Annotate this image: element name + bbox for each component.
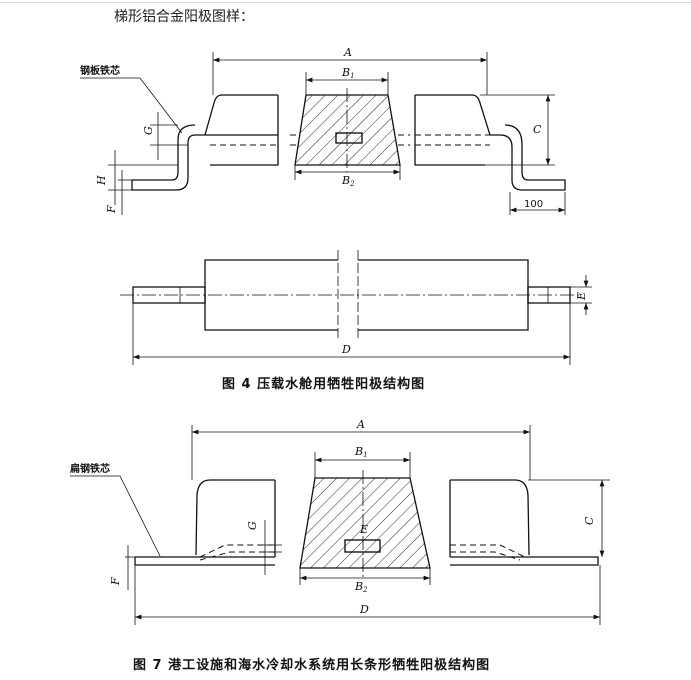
left-flat-core bbox=[134, 556, 275, 566]
right-anode-block bbox=[449, 479, 530, 557]
left-anode-block bbox=[204, 94, 279, 166]
core-cross-section bbox=[344, 539, 381, 553]
figure7-caption: 图 7 港工设施和海水冷却水系统用长条形牺牲阳极结构图 bbox=[133, 657, 490, 673]
dim-D-label: D bbox=[341, 343, 351, 356]
figure4-top-view: E D bbox=[120, 250, 592, 365]
page-heading: 梯形铝合金阳极图样： bbox=[114, 9, 254, 25]
figure4-side-view: A B1 B2 C 100 G H F 钢板铁芯 bbox=[80, 46, 566, 215]
dim-C-label: C bbox=[583, 516, 596, 525]
top-border bbox=[0, 2, 691, 3]
dim-B1-label: B1 bbox=[341, 66, 355, 80]
left-anode-block bbox=[195, 479, 276, 557]
steel-core-label: 钢板铁芯 bbox=[80, 64, 120, 77]
dim-F-label: F bbox=[109, 577, 122, 586]
dim-H-label: H bbox=[95, 175, 108, 186]
dim-E-label: E bbox=[575, 292, 588, 301]
dim-D-label: D bbox=[359, 603, 369, 616]
dim-F-label: F bbox=[105, 205, 118, 214]
anode-cross-section bbox=[294, 94, 401, 166]
right-anode-block bbox=[414, 94, 491, 166]
figure4-caption: 图 4 压载水舱用牺牲阳极结构图 bbox=[222, 376, 425, 392]
right-flat-core bbox=[450, 556, 599, 566]
dim-B1-label: B1 bbox=[354, 445, 368, 459]
dim-G-label: G bbox=[246, 521, 259, 530]
dim-E-label: E bbox=[359, 523, 368, 536]
dim-100-label: 100 bbox=[524, 199, 543, 210]
right-steel-core bbox=[490, 124, 566, 191]
figure7-side-view: A B1 E B2 C G F D 扁钢铁芯 bbox=[70, 418, 610, 625]
dim-B2-label: B2 bbox=[341, 174, 355, 188]
flat-steel-core-label: 扁钢铁芯 bbox=[70, 462, 110, 475]
dim-B2-label: B2 bbox=[354, 580, 368, 594]
dim-C-label: C bbox=[533, 123, 542, 136]
dim-A-label: A bbox=[356, 418, 365, 431]
dim-G-label: G bbox=[142, 126, 155, 135]
dim-A-label: A bbox=[343, 46, 352, 59]
